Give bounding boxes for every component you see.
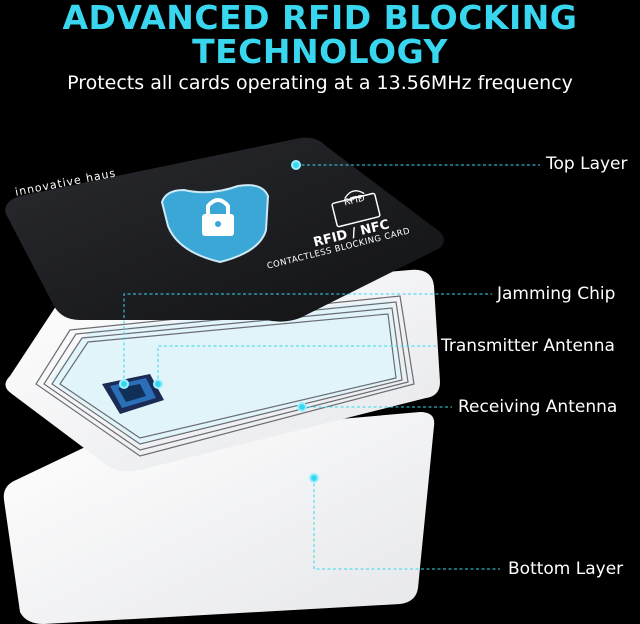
subtitle: Protects all cards operating at a 13.56M… [67,72,573,94]
jamming-chip-line [123,293,492,384]
callout-dots [119,160,319,483]
antenna-coils [35,295,415,457]
label-receiving-antenna: Receiving Antenna [458,397,618,417]
callout-lines [123,164,540,570]
label-jamming-chip: Jamming Chip [497,284,616,304]
headline-line-1: ADVANCED RFID BLOCKING [62,0,578,37]
shield-icon [160,184,270,264]
label-transmitter-antenna: Transmitter Antenna [441,336,615,356]
headline-line-2: TECHNOLOGY [192,32,448,71]
bottom-layer-line [313,478,500,570]
label-top-layer: Top Layer [546,154,628,174]
top-layer-card [5,137,444,322]
lock-icon [202,198,234,236]
middle-layer-card [5,269,440,472]
label-bottom-layer: Bottom Layer [508,559,624,579]
rfid-badge-icon [331,190,381,228]
transmitter-line [157,345,436,384]
